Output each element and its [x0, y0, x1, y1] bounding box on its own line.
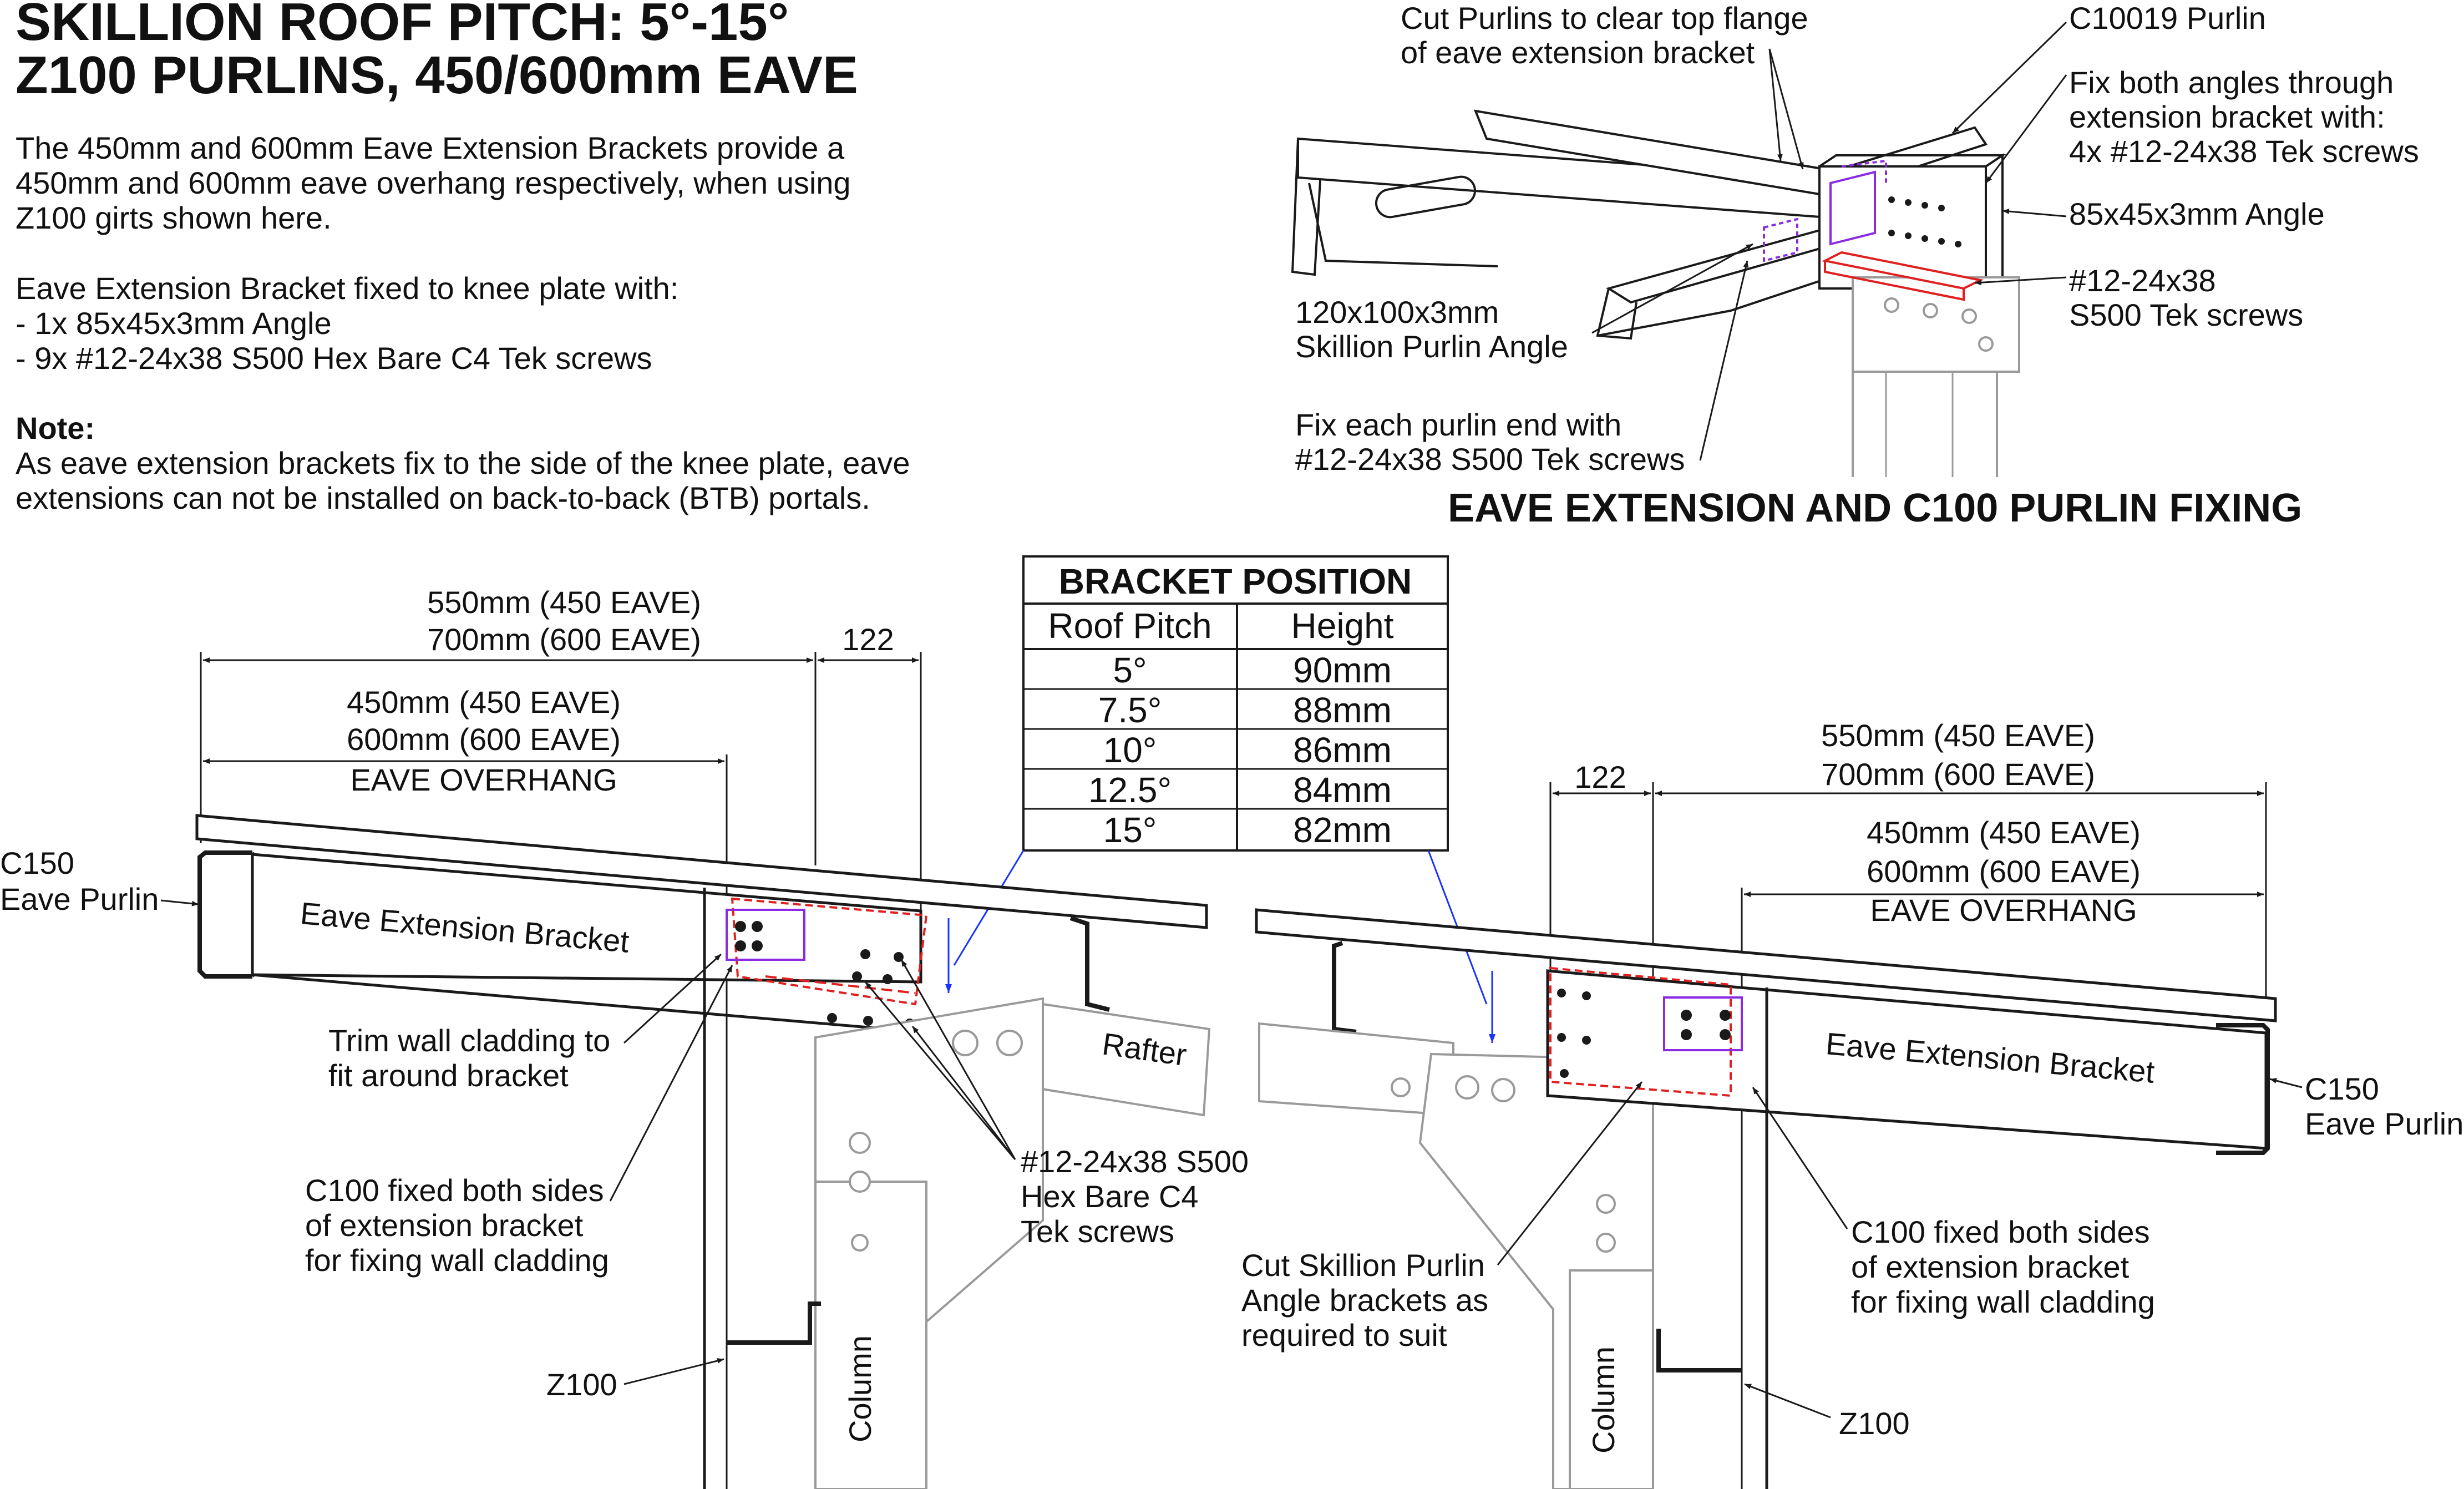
right-dim-inner-1: 450mm (450 EAVE) — [1867, 815, 2141, 850]
detail-cut-purlins-1: Cut Purlins to clear top flange — [1401, 1, 1808, 36]
intro-line1: The 450mm and 600mm Eave Extension Brack… — [16, 130, 845, 165]
left-column-label: Column — [843, 1335, 878, 1442]
right-cut-1: Cut Skillion Purlin — [1241, 1248, 1485, 1283]
left-elevation: 550mm (450 EAVE) 700mm (600 EAVE) 122 45… — [0, 585, 1249, 1489]
right-c150-2: Eave Purlin — [2305, 1106, 2463, 1141]
right-dim-inner-2: 600mm (600 EAVE) — [1867, 854, 2141, 889]
fixing-line2: - 1x 85x45x3mm Angle — [16, 306, 332, 341]
left-dim-inner-1: 450mm (450 EAVE) — [347, 685, 621, 720]
detail-caption: EAVE EXTENSION AND C100 PURLIN FIXING — [1448, 486, 2302, 530]
detail-fix-angles-2: extension bracket with: — [2069, 99, 2385, 134]
right-dim-inner-3: EAVE OVERHANG — [1870, 893, 2137, 928]
left-screws-1: #12-24x38 S500 — [1021, 1144, 1249, 1179]
detail-c10019: C10019 Purlin — [2069, 1, 2266, 36]
detail-fix-each-2: #12-24x38 S500 Tek screws — [1295, 442, 1685, 477]
right-c150-1: C150 — [2305, 1071, 2379, 1106]
left-screws-3: Tek screws — [1021, 1214, 1174, 1249]
detail-angle-85: 85x45x3mm Angle — [2069, 196, 2325, 231]
right-dim-outer-2: 700mm (600 EAVE) — [1821, 757, 2095, 792]
table-cell-height: 90mm — [1293, 650, 1392, 690]
table-cell-pitch: 12.5° — [1088, 770, 1172, 810]
left-c150-2: Eave Purlin — [0, 882, 159, 916]
left-trim-1: Trim wall cladding to — [328, 1023, 610, 1058]
note-line1: As eave extension brackets fix to the si… — [16, 445, 910, 480]
left-screws-2: Hex Bare C4 — [1021, 1179, 1199, 1214]
right-c100-3: for fixing wall cladding — [1851, 1284, 2155, 1319]
table-cell-height: 88mm — [1293, 690, 1392, 730]
page-title-line1: SKILLION ROOF PITCH: 5°-15° — [16, 0, 789, 52]
detail-leaders — [1591, 21, 2067, 461]
left-dim-122: 122 — [842, 622, 894, 657]
detail-tek-1: #12-24x38 — [2069, 263, 2216, 298]
right-column-label: Column — [1586, 1346, 1621, 1453]
right-c100-1: C100 fixed both sides — [1851, 1214, 2150, 1249]
table-cell-height: 82mm — [1293, 810, 1392, 850]
note-heading: Note: — [16, 411, 95, 445]
detail-skillion-2: Skillion Purlin Angle — [1295, 329, 1568, 364]
left-c100-3: for fixing wall cladding — [305, 1243, 609, 1278]
left-dim-outer-2: 700mm (600 EAVE) — [427, 622, 701, 657]
right-dim-122: 122 — [1574, 759, 1626, 794]
right-cut-2: Angle brackets as — [1241, 1283, 1488, 1318]
table-header-height: Height — [1291, 606, 1394, 646]
table-cell-pitch: 15° — [1103, 810, 1157, 850]
detail-labels: Cut Purlins to clear top flange of eave … — [1295, 1, 2419, 477]
table-cell-height: 86mm — [1293, 730, 1392, 770]
bracket-position-table: BRACKET POSITION Roof Pitch Height 5° 90… — [953, 555, 1488, 1005]
left-c100-1: C100 fixed both sides — [305, 1173, 604, 1208]
table-cell-pitch: 10° — [1103, 730, 1157, 770]
left-dim-inner-3: EAVE OVERHANG — [350, 762, 617, 797]
page-title-line2: Z100 PURLINS, 450/600mm EAVE — [16, 45, 858, 105]
detail-tek-2: S500 Tek screws — [2069, 297, 2303, 332]
fixing-line1: Eave Extension Bracket fixed to knee pla… — [16, 271, 679, 306]
left-c150-1: C150 — [0, 845, 74, 880]
intro-line2: 450mm and 600mm eave overhang respective… — [16, 165, 851, 200]
detail-fix-angles-3: 4x #12-24x38 Tek screws — [2069, 134, 2419, 169]
table-cell-pitch: 5° — [1113, 650, 1147, 690]
detail-cut-purlins-2: of eave extension bracket — [1401, 35, 1755, 70]
detail-fix-angles-1: Fix both angles through — [2069, 65, 2394, 100]
right-cut-3: required to suit — [1241, 1318, 1447, 1353]
fixing-line3: - 9x #12-24x38 S500 Hex Bare C4 Tek scre… — [16, 341, 652, 376]
right-dim-outer-1: 550mm (450 EAVE) — [1821, 718, 2095, 753]
detail-skillion-1: 120x100x3mm — [1295, 295, 1499, 330]
note-line2: extensions can not be installed on back-… — [16, 480, 870, 515]
intro-line3: Z100 girts shown here. — [16, 200, 332, 235]
table-header-pitch: Roof Pitch — [1048, 606, 1211, 646]
table-cell-height: 84mm — [1293, 770, 1392, 810]
detail-fix-each-1: Fix each purlin end with — [1295, 407, 1621, 442]
right-c100-2: of extension bracket — [1851, 1249, 2130, 1284]
left-dim-outer-1: 550mm (450 EAVE) — [427, 585, 701, 620]
table-cell-pitch: 7.5° — [1098, 690, 1162, 730]
right-elevation: 122 550mm (450 EAVE) 700mm (600 EAVE) 45… — [1241, 718, 2463, 1489]
left-c100-2: of extension bracket — [305, 1208, 584, 1243]
left-z100: Z100 — [546, 1367, 617, 1402]
table-title: BRACKET POSITION — [1059, 561, 1412, 601]
right-z100: Z100 — [1839, 1406, 1910, 1441]
left-dim-inner-2: 600mm (600 EAVE) — [347, 722, 621, 757]
left-trim-2: fit around bracket — [328, 1058, 569, 1093]
